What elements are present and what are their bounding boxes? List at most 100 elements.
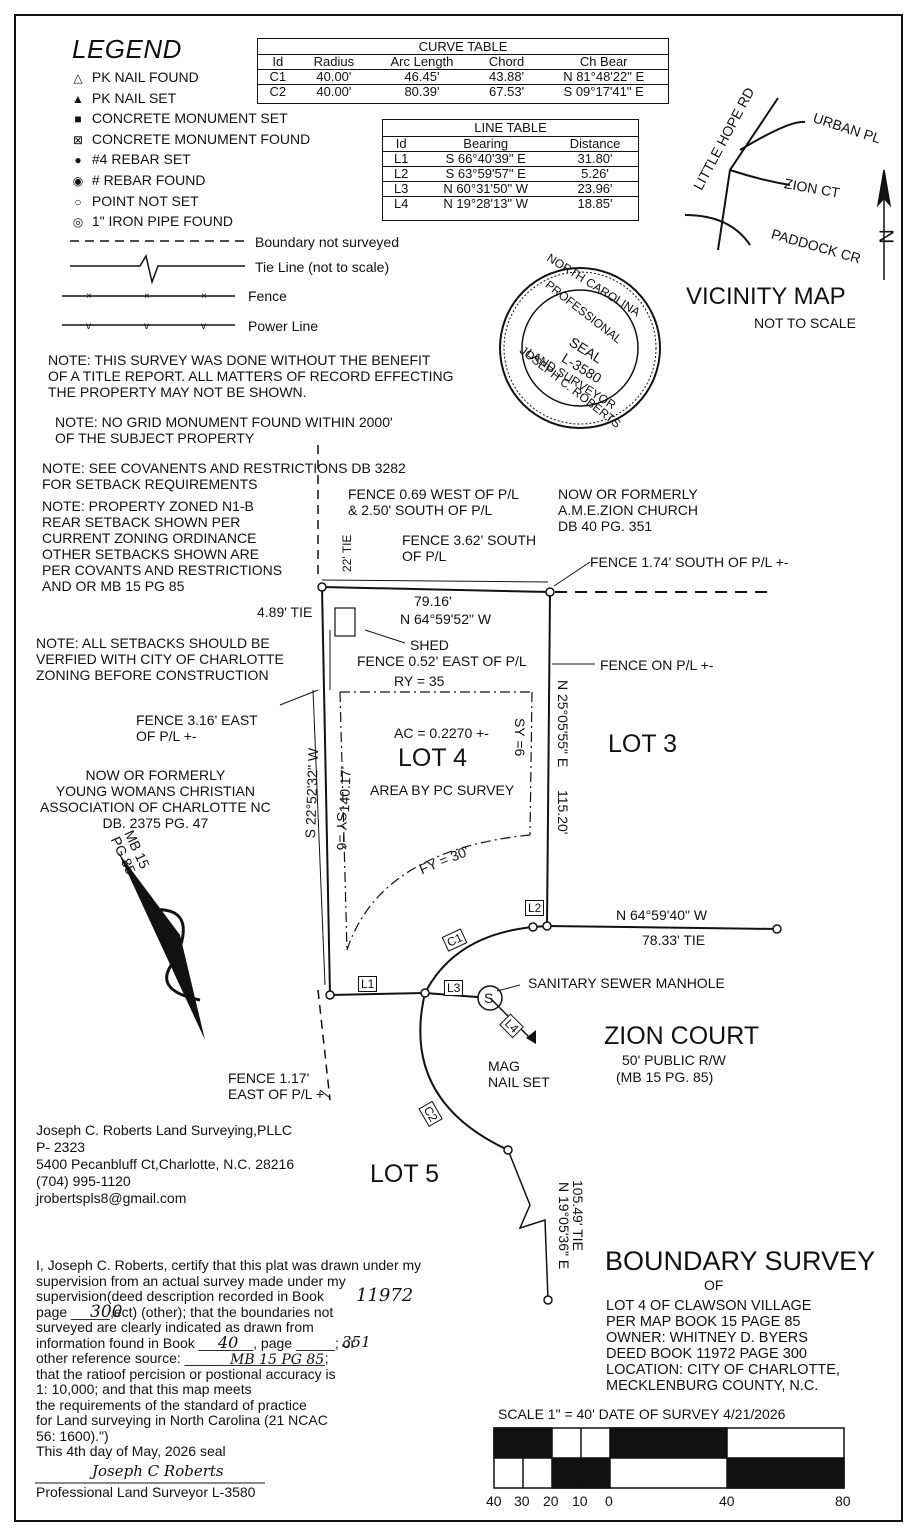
legend-item: △ PK NAIL FOUND <box>68 68 310 89</box>
right-of-way: 50' PUBLIC R/W <box>622 1052 726 1068</box>
legend-boundary-label: Boundary not surveyed <box>255 234 399 250</box>
vicinity-roads <box>684 97 806 251</box>
west-distance: 140.17' <box>336 766 354 813</box>
svg-text:v: v <box>86 321 91 332</box>
scale-label: SCALE 1" = 40' DATE OF SURVEY 4/21/2026 <box>498 1406 786 1422</box>
handwritten-book2: 40 <box>218 1333 239 1352</box>
line-header: Id <box>395 136 407 151</box>
rebar-found-icon: ◉ <box>72 173 84 188</box>
note-covenants: NOTE: SEE COVANENTS AND RESTRICTIONS DB … <box>42 460 406 492</box>
pk-nail-found-icon: △ <box>73 71 83 85</box>
line-header: Bearing <box>463 136 509 151</box>
curve-header: Radius <box>313 54 355 69</box>
handwritten-page: 300 <box>90 1302 123 1322</box>
curve-header: Chord <box>488 54 525 69</box>
tie-line-sample <box>70 254 245 285</box>
fence-south-174: FENCE 1.74' SOUTH OF P/L +- <box>590 554 789 570</box>
certification-footer: Professional Land Surveyor L-3580 <box>36 1484 256 1500</box>
curve-table-title: CURVE TABLE <box>258 39 668 55</box>
legend-item: ◎ 1" IRON PIPE FOUND <box>68 212 310 233</box>
l1-tag: L1 <box>358 976 378 992</box>
title-of: OF <box>704 1277 724 1293</box>
curve-row: C1 40.00' 46.45' 43.88' N 81°48'22" E <box>258 70 668 85</box>
point-not-set-icon: ○ <box>74 194 82 209</box>
lot4-label: LOT 4 <box>398 744 468 772</box>
handwritten-ref: MB 15 PG 85 <box>230 1352 325 1368</box>
line-header: Distance <box>569 136 621 151</box>
zion-court: ZION COURT <box>604 1022 760 1050</box>
scale-bar <box>493 1427 845 1489</box>
north-arrow-icon <box>876 169 892 280</box>
east-distance: 115.20' <box>555 790 571 835</box>
lot3-label: LOT 3 <box>608 730 678 758</box>
mag-nail-icon <box>526 1030 536 1044</box>
lot5-label: LOT 5 <box>370 1160 440 1188</box>
l2-tie-distance: 78.33' TIE <box>642 932 706 948</box>
legend-list: △ PK NAIL FOUND ▲ PK NAIL SET ■ CONCRETE… <box>68 68 310 233</box>
legend-item: ■ CONCRETE MONUMENT SET <box>68 109 310 130</box>
signature: Joseph C Roberts <box>92 1462 224 1480</box>
acreage: AC = 0.2270 +- <box>394 725 489 741</box>
surveyor-license: P- 2323 <box>36 1139 86 1155</box>
scale-tick: 80 <box>835 1493 851 1509</box>
curve-header: Ch Bear <box>579 54 628 69</box>
l2-tag: L2 <box>525 900 545 916</box>
top-bearing: N 64°59'52" W <box>400 611 492 627</box>
rebar-set-icon: ● <box>74 153 82 168</box>
vicinity-title: VICINITY MAP <box>686 283 846 310</box>
fence-west-top: FENCE 0.69 WEST OF P/L& 2.50' SOUTH OF P… <box>348 486 519 518</box>
map-book-arrow-icon <box>118 852 205 1040</box>
scale-tick: 0 <box>605 1493 613 1509</box>
right-of-way-ref: (MB 15 PG. 85) <box>616 1069 714 1085</box>
svg-text:v: v <box>144 321 149 332</box>
rear-setback: RY = 35 <box>394 673 445 689</box>
top-distance: 79.16' <box>414 593 452 609</box>
title-boundary-survey: BOUNDARY SURVEY <box>605 1246 876 1276</box>
note-title-report: NOTE: THIS SURVEY WAS DONE WITHOUT THE B… <box>48 352 454 400</box>
svg-text:v: v <box>201 321 206 332</box>
plat-sheet <box>14 14 903 1522</box>
shed-label: SHED <box>410 637 449 653</box>
handwritten-page2: 351 <box>342 1333 371 1351</box>
svg-text:×: × <box>201 291 207 302</box>
monument-found-icon: ⊠ <box>72 132 84 147</box>
vicinity-subtitle: NOT TO SCALE <box>754 315 856 331</box>
scale-tick: 40 <box>486 1493 502 1509</box>
curve-row: C2 40.00' 80.39' 67.53' S 09°17'41" E <box>269 84 644 99</box>
curve-header: Arc Length <box>390 54 454 69</box>
surveyor-phone: (704) 995-1120 <box>36 1173 131 1189</box>
surveyor-email: jrobertspls8@gmail.com <box>36 1190 187 1206</box>
fence-117: FENCE 1.17'EAST OF P/L + <box>228 1070 325 1102</box>
shed-icon <box>334 607 356 637</box>
scale-tick: 10 <box>572 1493 588 1509</box>
line-table-title: LINE TABLE <box>383 120 638 137</box>
legend-item: ○ POINT NOT SET <box>68 192 310 213</box>
legend-tie-label: Tie Line (not to scale) <box>255 259 390 275</box>
south-tie-bearing: N 19°05'36" E <box>556 1182 572 1270</box>
svg-text:×: × <box>144 291 150 302</box>
south-tie-distance: 105.49' TIE <box>570 1180 586 1251</box>
legend-title: LEGEND <box>72 34 182 64</box>
monument-set-icon: ■ <box>74 112 82 127</box>
side-setback-east: SY =6 <box>512 718 528 757</box>
east-bearing: N 25°05'55" E <box>555 680 571 768</box>
fence-on-pl: FENCE ON P/L +- <box>600 657 714 673</box>
manhole-letter: S <box>484 990 494 1006</box>
handwritten-book: 11972 <box>356 1285 414 1306</box>
tie-22: 22' TIE <box>340 534 354 572</box>
legend-item: ◉ # REBAR FOUND <box>68 171 310 192</box>
l2-tie-bearing: N 64°59'40" W <box>616 907 708 923</box>
certification: I, Joseph C. Roberts, certify that this … <box>36 1257 422 1459</box>
